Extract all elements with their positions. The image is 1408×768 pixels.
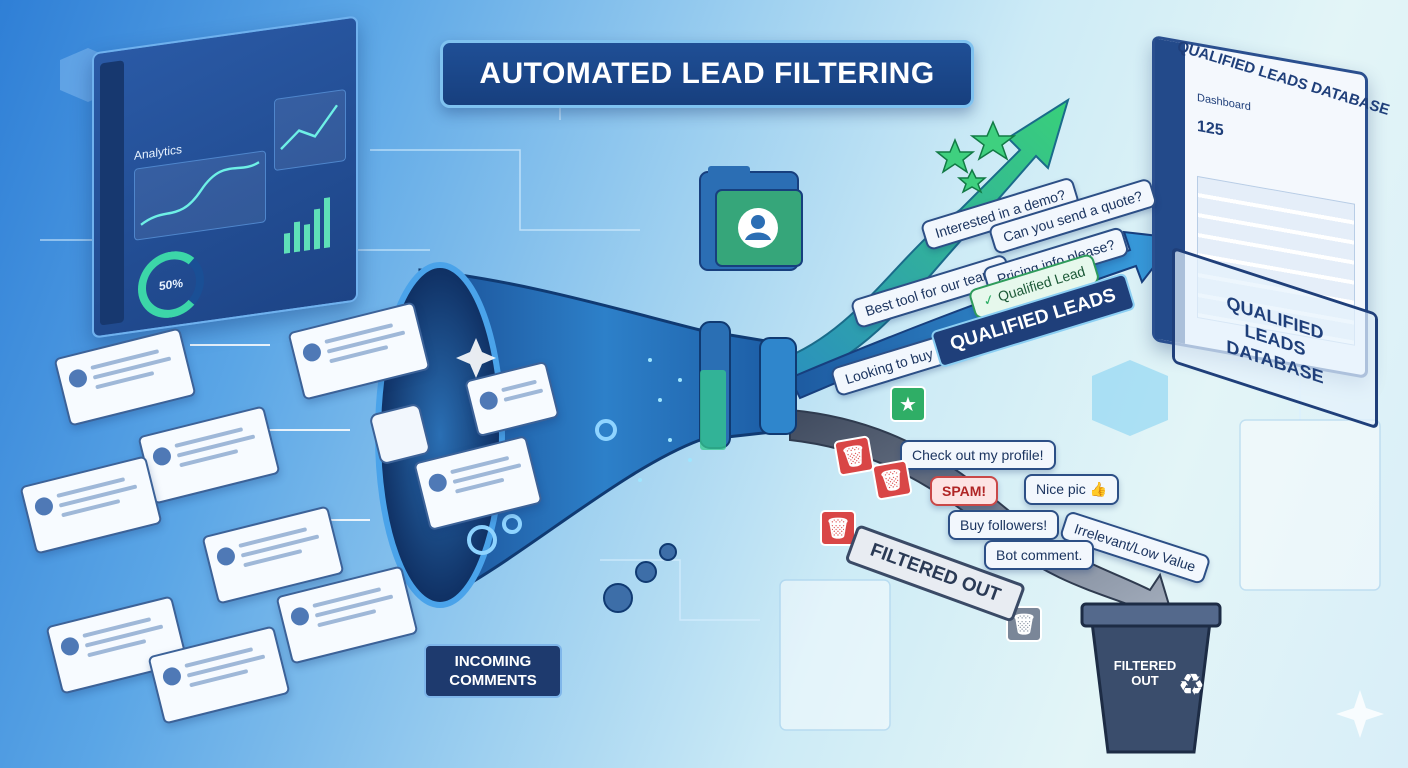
funnel [375,262,797,613]
background-panels [779,419,1381,731]
line-chart [134,150,266,241]
chart-line [140,161,260,226]
bar-chart [280,190,340,258]
dashboard-count: 125 [1197,117,1224,140]
filtered-comment: Nice pic 👍 [1024,474,1120,505]
incoming-comments-label: INCOMING COMMENTS [424,644,562,698]
analytics-panel: Analytics 50% [92,15,358,339]
panel-title: Analytics [134,142,183,163]
user-folder-icon [699,166,803,271]
sidebar [100,60,124,326]
filtered-comment: Check out my profile! [900,440,1056,470]
trash-icon: 🗑 [820,510,856,546]
spam-comment: SPAM! [930,476,999,506]
trend-chart [274,88,346,172]
filtered-comment: Buy followers! [948,510,1060,540]
database-label-text: QUALIFIED LEADS DATABASE [1226,292,1324,388]
chart-trend [280,104,338,150]
gauge-widget: 50% [138,246,204,323]
check-icon: ✓ [980,290,997,310]
star-icon [934,120,1017,194]
bin-label: FILTERED OUT [1113,658,1177,688]
bar-chart-bars [284,197,330,254]
gear-icon [467,419,617,555]
trash-icon: 🗑 [871,459,913,501]
gauge-value: 50% [158,275,184,294]
recycle-icon: ♻ [1178,669,1205,702]
page-title: AUTOMATED LEAD FILTERING [440,40,974,108]
sparkle-decoration [1336,690,1384,738]
gear-icon [603,543,677,613]
filtered-comment: Bot comment. [984,540,1095,570]
dashboard-label: Dashboard [1197,91,1251,114]
star-icon: ★ [890,386,926,422]
trash-icon: 🗑 [833,435,875,477]
filtered-bin [1080,602,1222,754]
